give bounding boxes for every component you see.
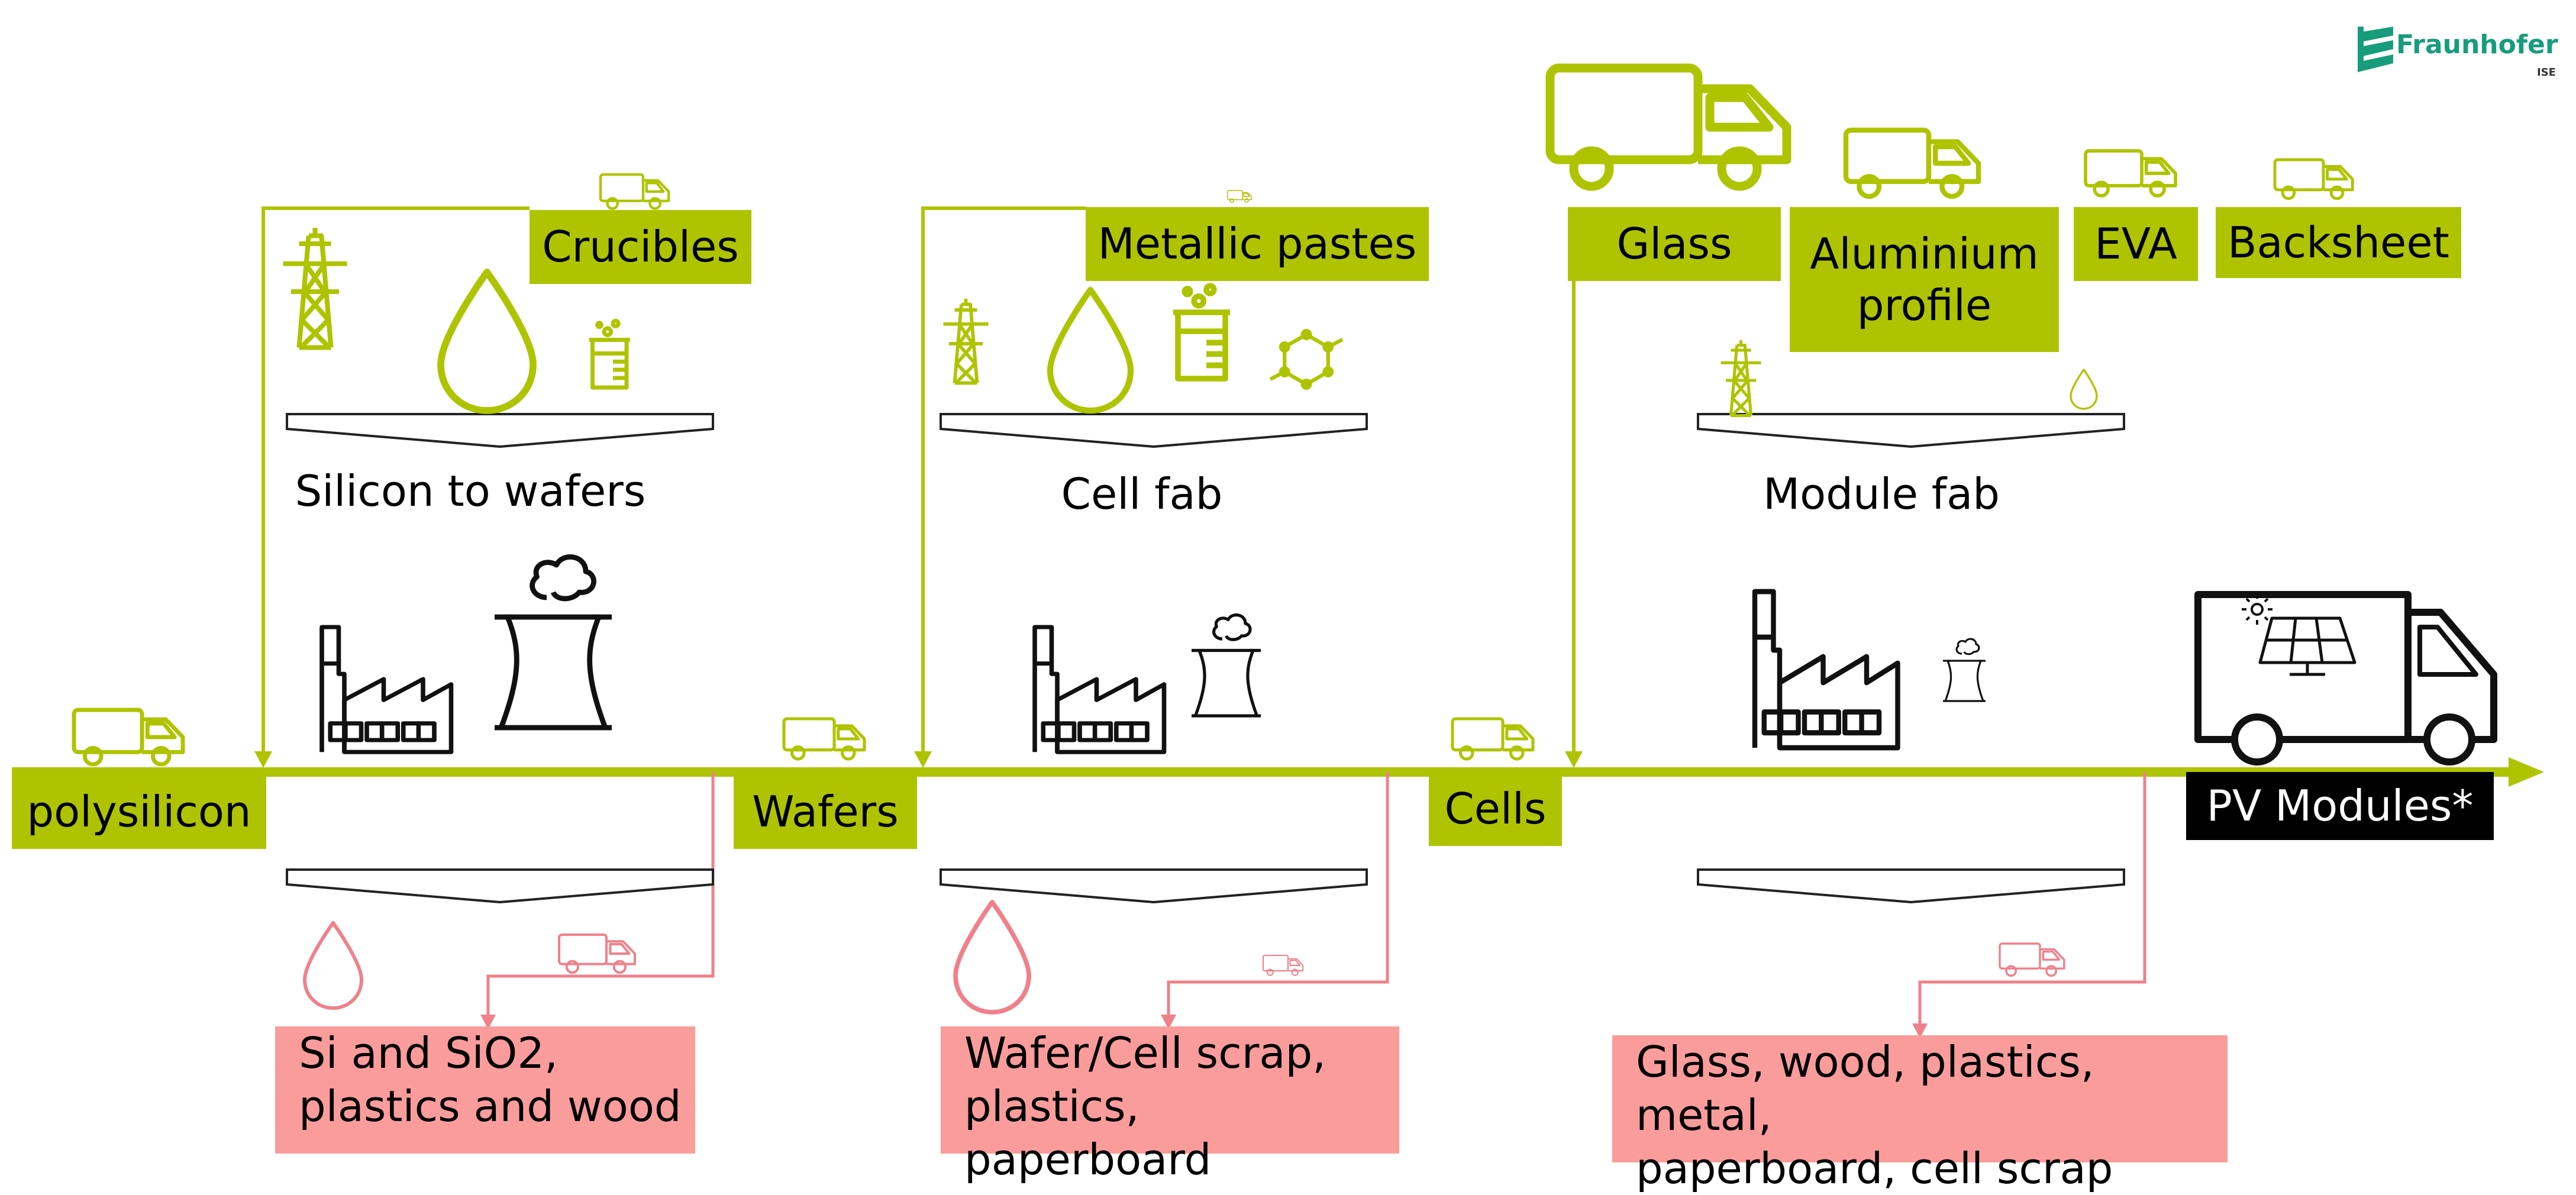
sun-icon (2242, 594, 2272, 625)
truck-icon (1262, 954, 1304, 976)
power-pylon-icon (283, 228, 347, 348)
waste-module-fab-label: Glass, wood, plastics, metal, paperboard… (1612, 1035, 2228, 1193)
cooling-tower-icon (1942, 638, 1987, 702)
factory-icon (1035, 627, 1164, 752)
input-aluminium-profile-label: Aluminium profile (1790, 207, 2059, 352)
waste-arrowheads (480, 1015, 1928, 1038)
aluminium-line2: profile (1857, 280, 1992, 330)
truck-icon (1999, 942, 2065, 977)
truck-icon (1227, 190, 1252, 203)
truck-icon (2275, 160, 2352, 199)
funnel-top-3 (1697, 413, 2125, 448)
funnel-top-1 (286, 413, 714, 448)
product-pv-modules-label: PV Modules* (2186, 772, 2494, 840)
waste-cell-fab-label: Wafer/Cell scrap, plastics, paperboard (941, 1026, 1399, 1184)
aluminium-line1: Aluminium (1810, 229, 2039, 279)
stage-silicon-to-wafers-label: Silicon to wafers (295, 466, 646, 516)
water-drop-icon (305, 923, 361, 1008)
stage-cell-fab-label: Cell fab (1061, 469, 1223, 519)
factory-icon (1755, 592, 1898, 748)
main-flow-arrow (12, 757, 2544, 787)
beaker-icon (589, 321, 630, 387)
stage-module-fab-label: Module fab (1763, 469, 2000, 519)
cooling-tower-icon (1192, 615, 1261, 716)
factory-icon (322, 627, 451, 752)
input-crucibles-label: Crucibles (530, 210, 751, 284)
fraunhofer-logo-sub: ISE (2537, 66, 2556, 79)
input-metallic-pastes-label: Metallic pastes (1086, 207, 1429, 281)
solar-panel-icon (2258, 616, 2357, 676)
waste2-line2: plastics, paperboard (964, 1081, 1212, 1184)
fraunhofer-logo-text: Fraunhofer (2396, 30, 2558, 60)
waste2-line1: Wafer/Cell scrap, (964, 1028, 1326, 1078)
waste3-line2: paperboard, cell scrap (1636, 1144, 2113, 1193)
truck-icon (559, 935, 635, 973)
truck-icon (1846, 130, 1978, 196)
truck-icon (1550, 68, 1787, 186)
truck-icon (601, 175, 669, 209)
pv-truck-icon (2194, 591, 2497, 766)
water-drop-icon (955, 902, 1029, 1012)
input-glass-label: Glass (1568, 207, 1781, 281)
product-polysilicon-label: polysilicon (12, 775, 266, 849)
pv-value-chain-diagram: Fraunhofer ISE Crucibles Metallic pastes… (12, 27, 2558, 1193)
funnel-top-2 (940, 413, 1368, 448)
waste1-line1: Si and SiO2, (299, 1028, 559, 1078)
input-arrowheads (254, 751, 1583, 768)
funnel-bottom-1 (286, 868, 714, 903)
input-backsheet-label: Backsheet (2216, 207, 2461, 278)
water-drop-icon (2070, 369, 2098, 410)
waste-silicon-wafers-label: Si and SiO2, plastics and wood (275, 1026, 695, 1154)
water-drop-icon (441, 272, 533, 411)
waste3-line1: Glass, wood, plastics, metal, (1636, 1037, 2094, 1140)
fraunhofer-logo-icon (2358, 27, 2393, 72)
input-connector-lines (262, 206, 1576, 763)
truck-icon (2086, 151, 2175, 196)
funnel-bottom-3 (1697, 868, 2125, 903)
power-pylon-icon (944, 299, 989, 383)
beaker-icon (1173, 286, 1230, 379)
cooling-tower-icon (495, 557, 612, 728)
product-cells-label: Cells (1429, 772, 1562, 846)
water-drop-icon (1050, 290, 1131, 411)
truck-icon (74, 710, 183, 764)
input-eva-label: EVA (2074, 207, 2198, 281)
truck-icon (1452, 719, 1533, 759)
product-wafers-label: Wafers (734, 775, 917, 849)
truck-icon (784, 719, 864, 759)
funnel-bottom-2 (940, 868, 1368, 903)
power-pylon-icon (1721, 340, 1761, 416)
waste1-line2: plastics and wood (299, 1081, 682, 1131)
molecule-icon (1270, 331, 1342, 388)
